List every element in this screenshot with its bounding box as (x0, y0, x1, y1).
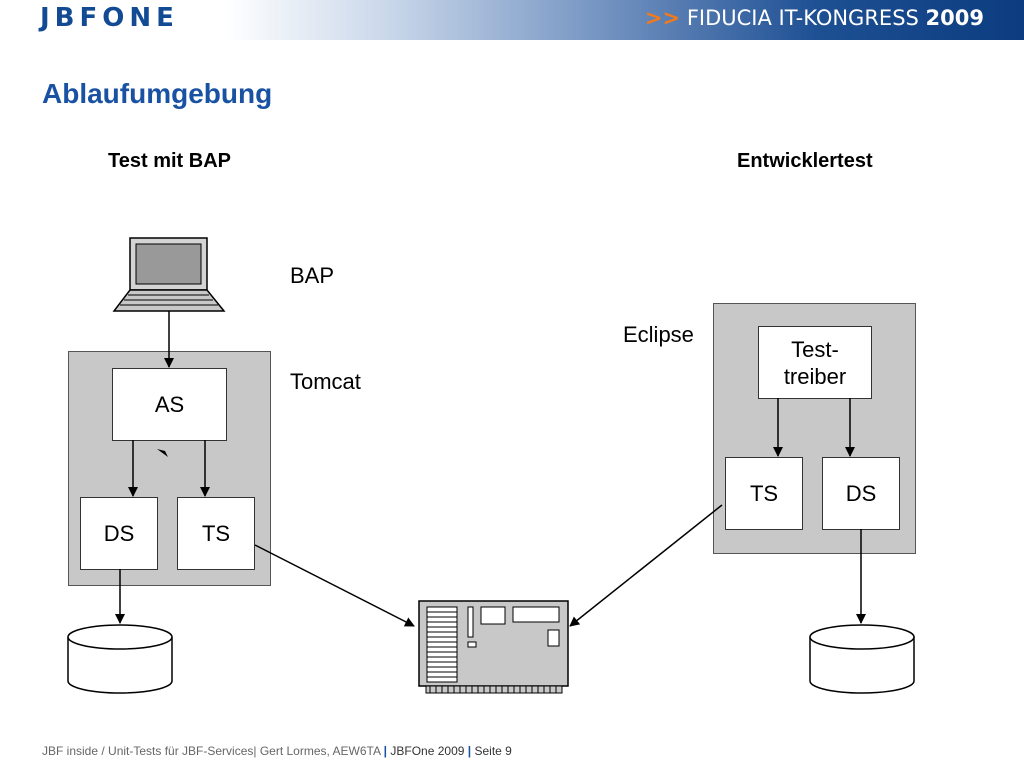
footer-page-number: Seite 9 (474, 744, 512, 758)
right-ts-box: TS (725, 457, 803, 530)
congress-banner: >> FIDUCIA IT-KONGRESS 2009 (645, 6, 984, 30)
left-ts-box-label: TS (201, 521, 231, 546)
host-server-icon (418, 600, 569, 694)
left-ds-box-label: DS (103, 521, 135, 546)
testtreiber-box-label: Test-treiber (784, 336, 846, 390)
right-ds-box-label: DS (845, 481, 877, 506)
congress-text: FIDUCIA IT-KONGRESS (686, 6, 919, 30)
bap-label: BAP (290, 263, 335, 288)
right-ds-box: DS (822, 457, 900, 530)
testtreiber-line1: Test- (791, 336, 839, 362)
right-heading: Entwicklertest (737, 150, 873, 172)
left-ds-box: DS (80, 497, 158, 570)
header-bar: JBFONE >> FIDUCIA IT-KONGRESS 2009 (0, 0, 1024, 40)
footer: JBF inside / Unit-Tests für JBF-Services… (42, 744, 512, 758)
congress-year: 2009 (925, 6, 984, 30)
arrow-ts-to-host-right (569, 504, 723, 627)
footer-jbfone: JBFOne 2009 (390, 744, 465, 758)
testtreiber-line2: treiber (783, 363, 847, 389)
cursor-arrow-icon (157, 449, 168, 457)
footer-separator: | (467, 744, 472, 758)
footer-separator: | (383, 744, 388, 758)
right-database-icon (809, 624, 915, 694)
tomcat-label: Tomcat (290, 369, 361, 394)
arrow-ts-to-host (254, 544, 415, 627)
slide-title: Ablaufumgebung (42, 78, 273, 109)
left-database-icon (67, 624, 173, 694)
laptop-icon (112, 237, 226, 312)
eclipse-label: Eclipse (623, 322, 694, 347)
left-heading: Test mit BAP (108, 150, 231, 172)
as-box-label: AS (154, 392, 185, 417)
footer-text: JBF inside / Unit-Tests für JBF-Services… (42, 744, 381, 758)
right-ts-box-label: TS (749, 481, 779, 506)
as-box: AS (112, 368, 227, 441)
congress-prefix: >> (644, 6, 681, 30)
left-ts-box: TS (177, 497, 255, 570)
jbfone-logo: JBFONE (40, 3, 179, 33)
testtreiber-box: Test-treiber (758, 326, 872, 399)
